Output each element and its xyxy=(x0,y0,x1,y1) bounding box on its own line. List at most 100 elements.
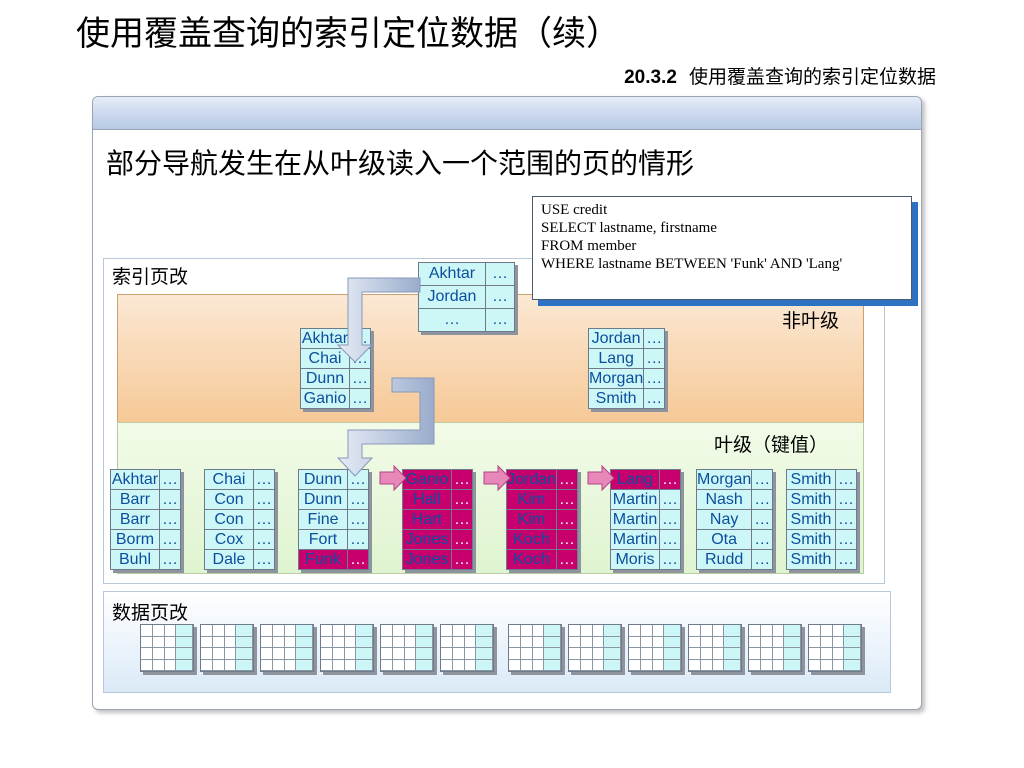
table-row: Morgan… xyxy=(587,368,666,389)
leaf-index-page: Akhtar…Barr…Barr…Borm…Buhl… xyxy=(110,469,181,570)
key-cell: Koch xyxy=(506,529,557,550)
key-cell: Chai xyxy=(204,469,254,490)
pointer-cell: … xyxy=(159,489,181,510)
pointer-cell: … xyxy=(835,509,857,530)
pointer-cell: … xyxy=(643,328,666,349)
table-row: Nash… xyxy=(695,489,774,510)
pointer-cell: … xyxy=(485,262,515,286)
table-row: Barr… xyxy=(110,489,181,510)
pointer-cell: … xyxy=(253,549,275,570)
table-row: Ganio… xyxy=(402,469,473,490)
data-page-icon xyxy=(380,624,434,672)
leaf-index-page: Smith…Smith…Smith…Smith…Smith… xyxy=(786,469,857,570)
key-cell: Koch xyxy=(506,549,557,570)
leaf-index-page: Morgan…Nash…Nay…Ota…Rudd… xyxy=(695,469,774,570)
key-cell: … xyxy=(418,308,486,332)
table-row: Ota… xyxy=(695,529,774,550)
key-cell: Con xyxy=(204,509,254,530)
data-page-icon xyxy=(508,624,562,672)
table-row: Smith… xyxy=(786,469,857,490)
panel-heading: 部分导航发生在从叶级读入一个范围的页的情形 xyxy=(106,147,695,180)
table-row: Ganio… xyxy=(300,388,371,409)
table-row: Akhtar… xyxy=(418,262,515,286)
pointer-cell: … xyxy=(349,388,371,409)
table-row: Kim… xyxy=(506,509,578,530)
pointer-cell: … xyxy=(347,509,369,530)
pointer-cell: … xyxy=(485,308,515,332)
data-page-icon xyxy=(320,624,374,672)
pointer-cell: … xyxy=(659,529,681,550)
key-cell: Dunn xyxy=(300,368,350,389)
table-row: Jordan… xyxy=(418,285,515,309)
sql-line: USE credit xyxy=(541,202,608,218)
data-page-icon xyxy=(200,624,254,672)
table-row: Nay… xyxy=(695,509,774,530)
table-row: Chai… xyxy=(300,348,371,369)
table-row: …… xyxy=(418,308,515,332)
data-page-icon xyxy=(808,624,862,672)
key-cell: Rudd xyxy=(695,549,753,570)
pointer-cell: … xyxy=(159,529,181,550)
pointer-cell: … xyxy=(555,509,578,530)
pointer-cell: … xyxy=(751,549,774,570)
sql-line: FROM member xyxy=(541,238,637,254)
leaf-index-page: Dunn…Dunn…Fine…Fort…Funk… xyxy=(298,469,369,570)
pointer-cell: … xyxy=(643,368,666,389)
key-cell: Dunn xyxy=(298,489,348,510)
pointer-cell: … xyxy=(835,529,857,550)
pointer-cell: … xyxy=(643,388,666,409)
pointer-cell: … xyxy=(451,529,473,550)
pointer-cell: … xyxy=(659,509,681,530)
pointer-cell: … xyxy=(451,549,473,570)
key-cell: Smith xyxy=(786,489,836,510)
table-row: Buhl… xyxy=(110,549,181,570)
table-row: Borm… xyxy=(110,529,181,550)
table-row: Lang… xyxy=(587,348,666,369)
table-row: Chai… xyxy=(204,469,275,490)
leaf-level-label: 叶级（键值） xyxy=(714,434,829,456)
sql-query-box: USE credit SELECT lastname, firstname FR… xyxy=(532,196,912,300)
key-cell: Morgan xyxy=(695,469,753,490)
key-cell: Ganio xyxy=(402,469,452,490)
table-row: Lang… xyxy=(610,469,681,490)
pointer-cell: … xyxy=(253,489,275,510)
key-cell: Kim xyxy=(506,509,557,530)
key-cell: Dunn xyxy=(298,469,348,490)
sql-line: WHERE lastname BETWEEN 'Funk' AND 'Lang' xyxy=(541,256,843,272)
root-index-page: Akhtar…Jordan……… xyxy=(418,262,515,332)
pointer-cell: … xyxy=(835,549,857,570)
key-cell: Borm xyxy=(110,529,160,550)
key-cell: Smith xyxy=(786,509,836,530)
pointer-cell: … xyxy=(555,549,578,570)
key-cell: Jones xyxy=(402,549,452,570)
pointer-cell: … xyxy=(659,489,681,510)
key-cell: Ganio xyxy=(300,388,350,409)
slide-subtitle: 20.3.2 使用覆盖查询的索引定位数据 xyxy=(624,62,936,89)
key-cell: Smith xyxy=(786,469,836,490)
pointer-cell: … xyxy=(555,489,578,510)
key-cell: Kim xyxy=(506,489,557,510)
pointer-cell: … xyxy=(451,489,473,510)
pointer-cell: … xyxy=(751,509,774,530)
sql-line: SELECT lastname, firstname xyxy=(541,220,717,236)
key-cell: Jordan xyxy=(587,328,645,349)
pointer-cell: … xyxy=(485,285,515,309)
pointer-cell: … xyxy=(835,469,857,490)
key-cell: Akhtar xyxy=(418,262,486,286)
table-row: Cox… xyxy=(204,529,275,550)
data-pages-label: 数据页改 xyxy=(112,602,189,624)
key-cell: Barr xyxy=(110,509,160,530)
table-row: Moris… xyxy=(610,549,681,570)
pointer-cell: … xyxy=(349,328,371,349)
leaf-index-page: Jordan…Kim…Kim…Koch…Koch… xyxy=(506,469,578,570)
table-row: Jones… xyxy=(402,529,473,550)
key-cell: Dale xyxy=(204,549,254,570)
leaf-index-page: Chai…Con…Con…Cox…Dale… xyxy=(204,469,275,570)
leaf-index-page: Ganio…Hall…Hart…Jones…Jones… xyxy=(402,469,473,570)
table-row: Con… xyxy=(204,489,275,510)
pointer-cell: … xyxy=(659,469,681,490)
table-row: Akhtar… xyxy=(300,328,371,349)
key-cell: Lang xyxy=(610,469,660,490)
key-cell: Martin xyxy=(610,529,660,550)
non-leaf-index-page: Jordan…Lang…Morgan…Smith… xyxy=(587,328,666,409)
